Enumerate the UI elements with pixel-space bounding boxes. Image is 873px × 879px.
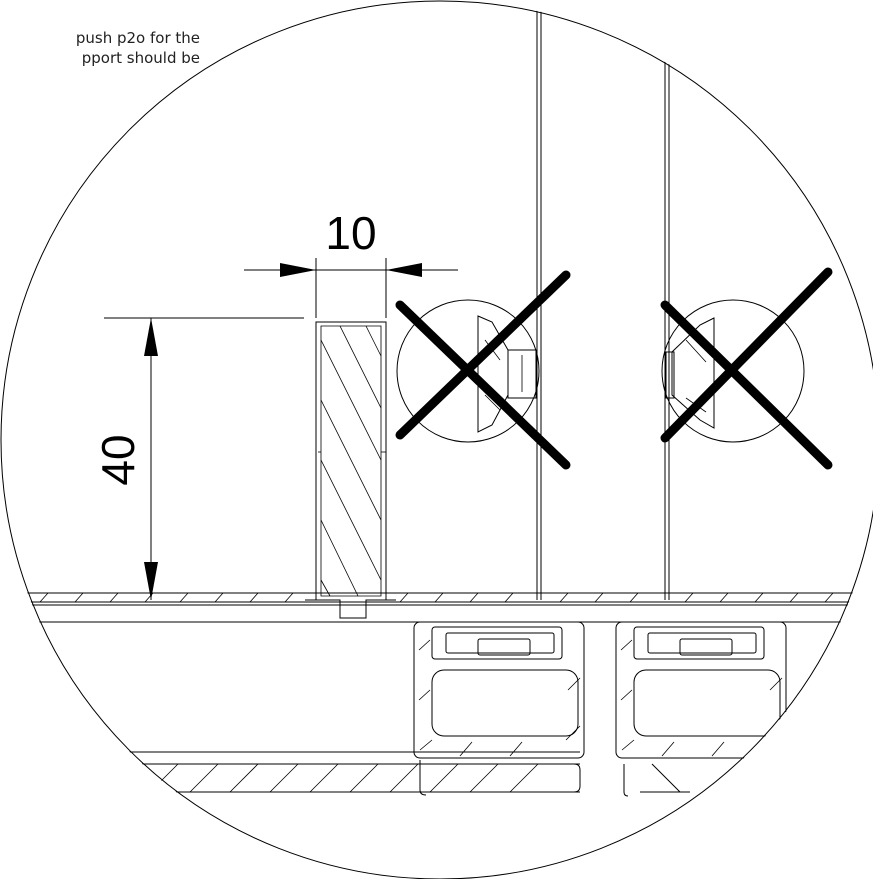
instruction-note: push p2o for the pport should be bbox=[0, 28, 200, 68]
cross-mark-left bbox=[395, 270, 571, 470]
rail-profile-left bbox=[413, 621, 585, 796]
height-dimension-label: 40 bbox=[92, 434, 144, 485]
instruction-note-line-2: pport should be bbox=[81, 49, 200, 67]
width-dimension bbox=[244, 258, 458, 318]
width-dimension-label: 10 bbox=[325, 207, 376, 259]
instruction-note-line-1: push p2o for the bbox=[75, 29, 200, 47]
cross-mark-right bbox=[660, 267, 833, 470]
rail-profile-right bbox=[615, 621, 787, 797]
fastener-left bbox=[396, 299, 540, 443]
height-dimension bbox=[104, 317, 304, 600]
top-plate bbox=[0, 592, 873, 623]
fastener-right bbox=[661, 299, 805, 443]
panel-lines bbox=[536, 0, 670, 600]
support-profile bbox=[305, 321, 396, 619]
